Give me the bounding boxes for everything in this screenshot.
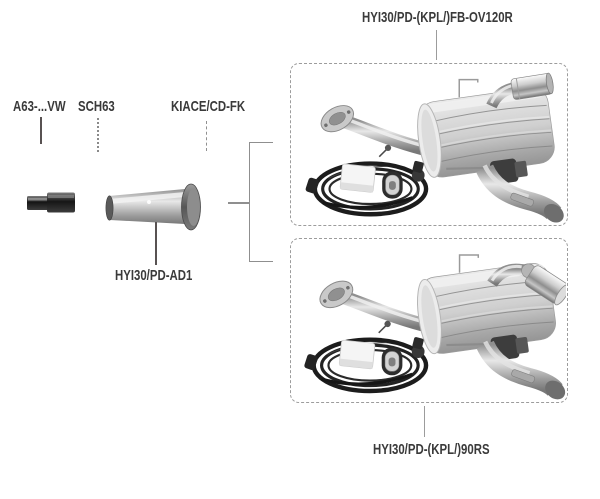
part-label-clamp: SCH63 [78, 98, 115, 115]
leader-line-bottom-kit [424, 406, 425, 437]
leader-line-adapter [155, 222, 157, 265]
leader-line-sleeve [40, 117, 42, 144]
kit-box-bottom [290, 238, 568, 403]
leader-line-accessory [206, 121, 207, 151]
slash-tailpipe-tip [487, 263, 566, 306]
part-label-top-kit: HYI30/PD-(KPL/)FB-OV120R [362, 9, 513, 26]
part-label-accessory: KIACE/CD-FK [171, 98, 246, 115]
exhaust-kit-round-tip-illustration [292, 65, 566, 224]
part-label-sleeve: A63-...VW [13, 98, 66, 115]
grouping-bracket [249, 142, 273, 262]
leader-line-clamp [97, 118, 99, 152]
part-label-bottom-kit: HYI30/PD-(KPL/)90RS [373, 441, 490, 458]
grouping-bracket-stem [228, 202, 250, 204]
round-tailpipe-tip [486, 72, 554, 109]
leader-line-top-kit [436, 30, 437, 60]
part-label-adapter: HYI30/PD-AD1 [115, 267, 193, 284]
adapter-pipe-illustration [105, 183, 201, 231]
exhaust-kit-slash-tip-illustration [292, 240, 566, 401]
sleeve-part-illustration [27, 192, 75, 213]
kit-box-top [290, 63, 568, 226]
